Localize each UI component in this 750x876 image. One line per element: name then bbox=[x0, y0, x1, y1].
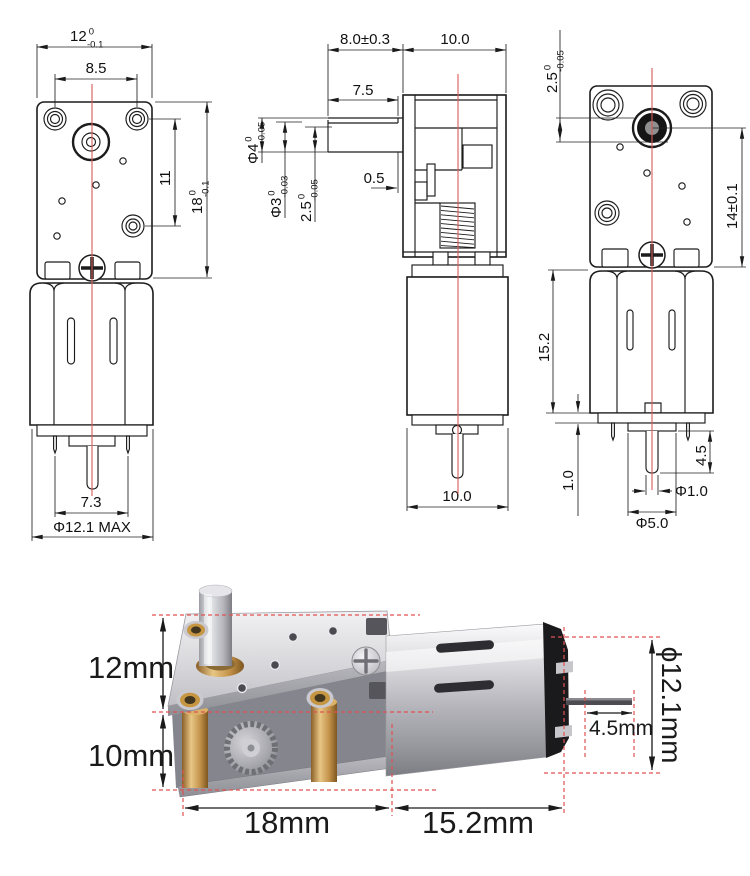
brass-bushing bbox=[176, 690, 204, 710]
vent-slot bbox=[109, 317, 118, 365]
plate-hole bbox=[287, 631, 299, 643]
cap-clip bbox=[555, 725, 572, 738]
dim-back-motor-length: 15.2 bbox=[536, 333, 553, 362]
pin-hole bbox=[53, 232, 61, 240]
dim-back-bearing-dia: Φ5.0 bbox=[636, 515, 669, 532]
side-view: Φ40-0.05 Φ30-0.03 2.50-0.05 7.5 8.0±0.3 … bbox=[244, 31, 509, 511]
dim-back-rear-shaft-dia: Φ1.0 bbox=[675, 483, 708, 500]
pin-hole bbox=[643, 169, 651, 177]
vent-slot-photo bbox=[436, 640, 494, 653]
terminal-pin bbox=[126, 435, 130, 455]
vent-slot bbox=[668, 309, 676, 351]
plate-hole bbox=[327, 625, 339, 637]
dim-side-motor-depth: 10.0 bbox=[442, 488, 471, 505]
output-shaft-boss bbox=[71, 122, 111, 162]
can-notch bbox=[644, 402, 662, 413]
vent-slot bbox=[66, 317, 76, 365]
phillips-screw-photo bbox=[351, 646, 381, 676]
dim-side-shaft-length: 8.0±0.3 bbox=[340, 31, 390, 48]
motor-tab bbox=[44, 261, 71, 280]
vent-slot-photo bbox=[434, 680, 494, 693]
motor-end-cap-photo bbox=[543, 622, 569, 758]
photo-label-motor-length: 15.2mm bbox=[422, 805, 534, 840]
dim-side-flat-dia: Φ30-0.03 bbox=[267, 176, 291, 218]
rear-shaft-photo bbox=[566, 698, 632, 705]
vent-slot bbox=[626, 309, 634, 351]
photo-label-gearbox-length: 18mm bbox=[244, 805, 330, 840]
pin-hole bbox=[119, 157, 127, 165]
mounting-hole bbox=[679, 90, 707, 118]
motor-tab bbox=[114, 261, 141, 280]
dim-back-shaft-offset: 2.50-0.05 bbox=[543, 50, 567, 93]
pin-hole bbox=[616, 143, 624, 151]
mounting-clip bbox=[366, 618, 387, 635]
pin-hole bbox=[678, 182, 686, 190]
motor-tab bbox=[673, 248, 700, 268]
dim-front-hole-pitch: 11 bbox=[157, 170, 174, 186]
photo-label-shaft-length: 4.5mm bbox=[589, 717, 653, 740]
dim-front-max-diameter: Φ12.1 MAX bbox=[53, 519, 131, 536]
mounting-clip bbox=[369, 682, 390, 699]
photo-label-frame-height: 10mm bbox=[88, 738, 174, 773]
pin-hole bbox=[683, 218, 691, 226]
dim-back-center-height: 14±0.1 bbox=[724, 183, 741, 229]
dim-front-pin-spacing: 7.3 bbox=[81, 494, 102, 511]
dim-side-flat-height: 2.50-0.05 bbox=[297, 179, 321, 222]
photo-label-gearbox-height: 12mm bbox=[88, 650, 174, 685]
dim-back-cap-step: 1.0 bbox=[560, 470, 577, 491]
worm-wheel-gear bbox=[224, 721, 278, 775]
motor-tab bbox=[601, 248, 629, 268]
plate-hole bbox=[269, 659, 281, 671]
mounting-hole bbox=[592, 89, 624, 121]
brass-standoff bbox=[311, 702, 337, 782]
mounting-hole bbox=[594, 200, 620, 226]
cap-clip bbox=[556, 661, 573, 674]
pin-hole bbox=[92, 181, 100, 189]
terminal-pin bbox=[53, 435, 57, 455]
back-view: 15.2 bbox=[536, 30, 746, 532]
dim-side-shaft-dia: Φ40-0.05 bbox=[244, 122, 268, 164]
brass-standoff bbox=[182, 710, 208, 788]
mounting-hole bbox=[43, 107, 67, 131]
mounting-hole bbox=[125, 107, 149, 131]
brass-bushing bbox=[183, 621, 209, 639]
plate-hole bbox=[236, 682, 248, 694]
dim-side-gearbox-depth: 10.0 bbox=[440, 31, 469, 48]
dim-front-height: 180-0.1 bbox=[188, 181, 212, 214]
product-photo: 12mm 10mm 18mm 15.2mm 4.5mm ϕ12.1mm bbox=[88, 584, 687, 840]
motor-tab bbox=[474, 251, 491, 266]
dim-side-flat-length: 7.5 bbox=[353, 82, 374, 99]
dim-front-hole-spacing: 8.5 bbox=[86, 60, 107, 77]
dim-back-rear-shaft-length: 4.5 bbox=[693, 445, 710, 466]
dim-side-step: 0.5 bbox=[364, 170, 385, 187]
mounting-hole bbox=[121, 214, 145, 238]
pin-hole bbox=[58, 197, 66, 205]
terminal-pin bbox=[611, 422, 615, 442]
terminal-pin bbox=[686, 422, 690, 442]
motor-tab bbox=[432, 251, 449, 266]
photo-label-motor-diameter: ϕ12.1mm bbox=[656, 647, 687, 764]
brass-bushing bbox=[306, 688, 334, 708]
gearbox-front-edge bbox=[168, 660, 392, 716]
